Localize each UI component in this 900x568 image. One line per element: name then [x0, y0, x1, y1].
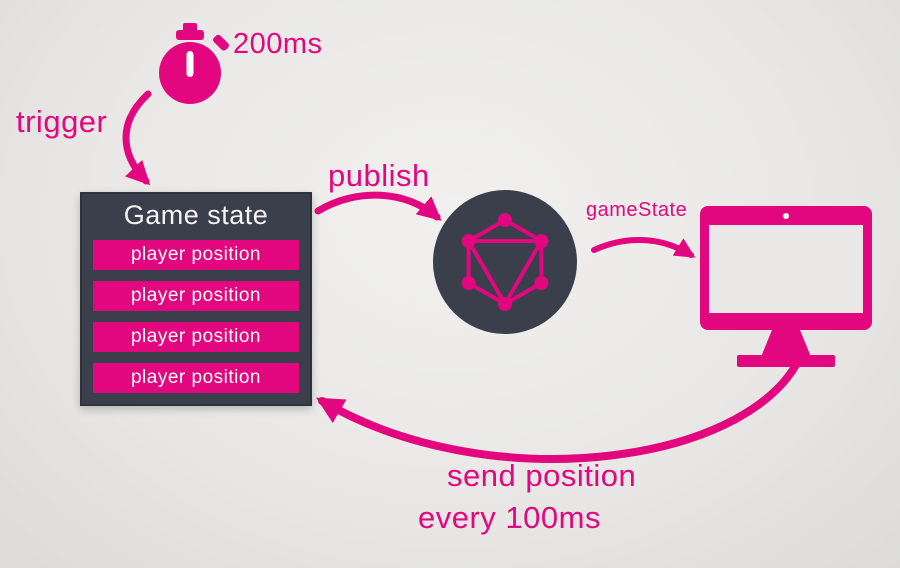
game-state-title: Game state	[123, 200, 269, 230]
game-state-box: Game state player position player positi…	[80, 192, 312, 406]
stopwatch-icon	[159, 23, 229, 104]
gamestate-arrow	[591, 236, 696, 258]
graphql-logo-icon	[433, 190, 577, 334]
send-position-label-line1: send position	[447, 458, 637, 493]
timer-duration-label: 200ms	[233, 28, 323, 60]
publish-label: publish	[328, 158, 430, 193]
trigger-label: trigger	[16, 104, 108, 139]
send-position-arrow	[316, 346, 807, 463]
player-position-row: player position	[93, 322, 299, 352]
monitor-icon	[700, 206, 872, 367]
gamestate-event-label: gameState	[586, 199, 688, 221]
player-position-row: player position	[93, 281, 299, 311]
player-position-row: player position	[93, 240, 299, 270]
player-position-row: player position	[93, 363, 299, 393]
publish-arrow	[314, 191, 442, 221]
trigger-arrow	[122, 90, 152, 186]
send-position-label-line2: every 100ms	[418, 500, 601, 535]
